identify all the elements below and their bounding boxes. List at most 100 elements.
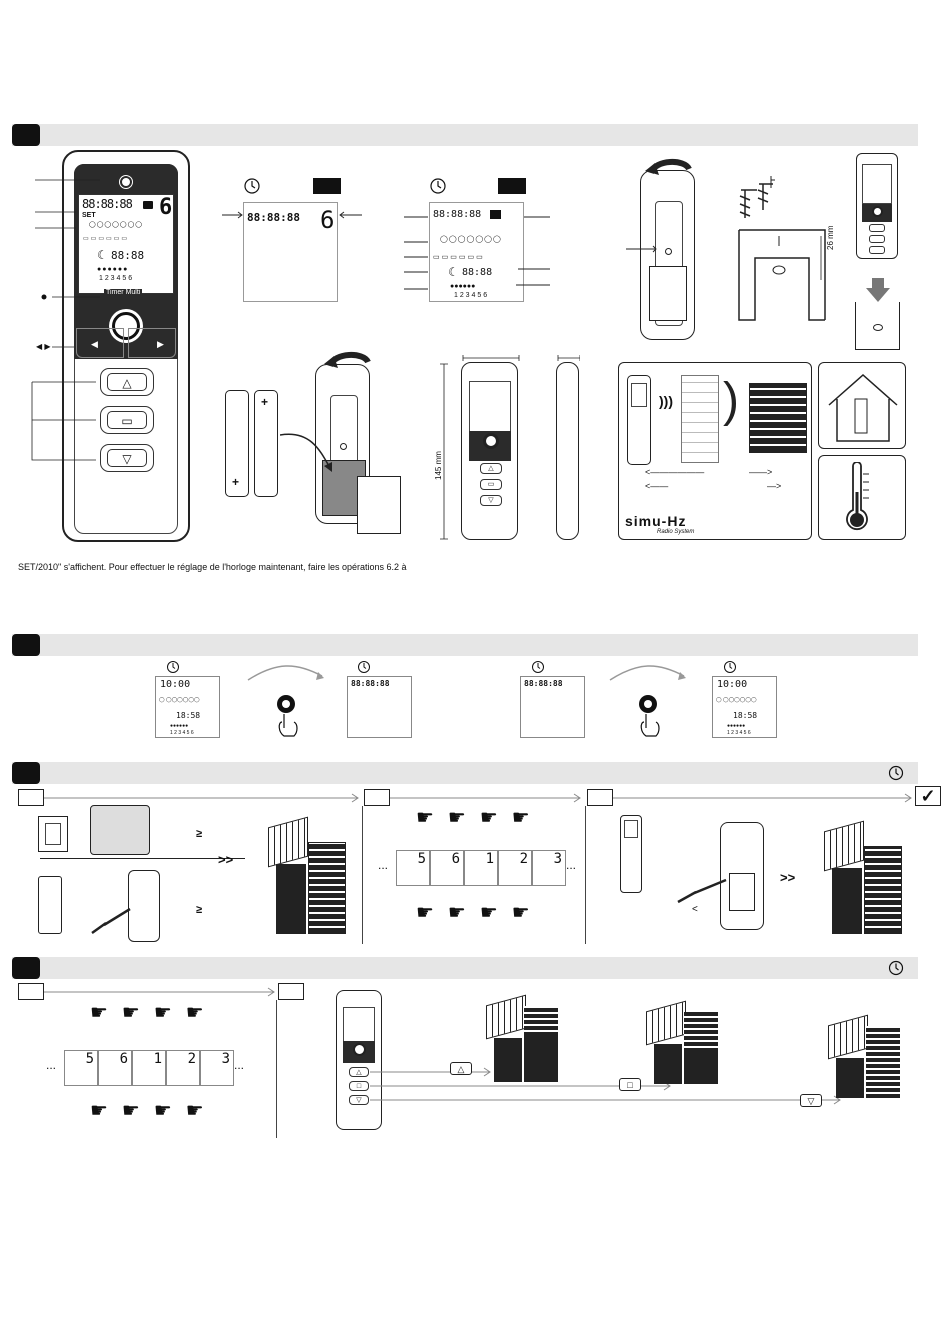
divider [276,1000,277,1138]
signal-waves: ))) [659,393,673,409]
sequence-cell: 5 [64,1050,98,1086]
ellipsis: ... [234,1058,245,1072]
section-3-header [12,762,918,784]
up-arrow-icon: △ [107,373,147,391]
step-arrow [390,793,581,803]
instruction-note: SET/2010" s'affichent. Pour effectuer le… [18,562,407,572]
stop-icon: ▭ [107,411,147,429]
clock-icon [430,178,446,194]
house-panel [818,362,906,449]
ellipsis: ... [378,858,389,872]
geq-symbol: ≥ [196,904,203,916]
time-readout: 10:00 [160,679,191,690]
lcd-segments: 88:88:88 [433,209,482,220]
clock-small: 18:58 [733,711,758,720]
sequence-cell: 3 [200,1050,234,1086]
lcd-screen: 88:88:88 6 SET ◯◯◯◯◯◯◯ ▭▭▭▭▭▭ ☾ 88:88 ●●… [78,194,174,294]
hand-row-bottom: ☛☛☛☛ [416,902,544,924]
weekday-row: ◯◯◯◯◯◯◯ [440,236,502,243]
down-arrow-icon: ▽ [107,449,147,467]
dimension-lines [440,355,580,540]
section-2-number [12,634,40,656]
up-button[interactable]: △ [100,368,154,396]
lcd-full-display: 10:00 ◯ ◯◯◯◯◯◯ 18:58 ●●●●●● 1 2 3 4 5 6 [155,676,220,738]
rotate-arrow-icon [645,159,692,175]
down-command-label: ▽ [800,1094,822,1107]
range-arrow: —> [767,481,782,491]
operation-arrows [370,1067,841,1105]
section-1-number [12,124,40,146]
screw-dimension-label: 26 mm [826,225,835,250]
clock-icon [888,960,904,976]
clock-icon [244,178,260,194]
shutter-stop [638,1000,728,1086]
screwdriver-icon [91,907,131,935]
small-remote-icon [38,876,62,934]
battery-2: + [254,390,278,497]
signal-waves: ) [723,374,739,427]
lcd-big-digit: 6 [159,195,173,220]
shutter-awning [812,816,912,944]
wall-mount-diagram [738,176,826,321]
step-arrow [44,987,275,997]
height-dimension-label: 145 mm [434,451,443,480]
step-box [18,789,44,806]
stop-button[interactable]: ▭ [100,406,154,434]
clock-small: 18:58 [176,711,201,720]
shutter-closed [820,1014,910,1100]
up-button[interactable]: △ [349,1067,369,1077]
curved-arrow [247,665,324,681]
check-box: ✓ [915,786,941,806]
sequence-cell: 5 [396,850,430,886]
down-arrow-icon [866,278,890,302]
stop-button[interactable]: □ [349,1081,369,1091]
program-dots: ●●●●●● [450,283,476,290]
battery-icon [143,201,153,209]
step-arrow [613,793,912,803]
program-dots: ●●●●●● [97,266,129,273]
radio-range-panel: ))) ) <—————— ——> <—— —> simu-Hz Radio S… [618,362,812,540]
up-command-label: △ [450,1062,472,1075]
sequence-cell: 3 [532,850,566,886]
remote-back-small [720,822,764,930]
lcd-clock: 88:88 [462,267,493,278]
range-arrow: ——> [749,467,773,477]
day-numbers: 1 2 3 4 5 6 [454,292,488,299]
right-button[interactable]: ▶ [128,328,176,358]
weekday-row: ◯◯◯◯◯◯◯ [89,222,144,228]
sequence-cell: 1 [132,1050,166,1086]
left-button[interactable]: ◀ [76,328,124,358]
select-button[interactable] [112,312,140,340]
separator [40,858,245,859]
curved-arrow [609,665,686,681]
lcd-detail-panel-full: 88:88:88 ◯◯◯◯◯◯◯ ▭▭▭▭▭▭ ☾ 88:88 ●●●●●● 1… [429,202,524,302]
battery-icon [490,210,501,219]
sequence-cell: 2 [498,850,532,886]
sequence-cell: 1 [464,850,498,886]
step-box [18,983,44,1000]
lcd-partial: 88:88:88 [520,676,585,738]
sequence-cell: 2 [166,1050,200,1086]
day-numbers: 1 2 3 4 5 6 [170,730,194,736]
thermometer-panel [818,455,906,540]
fast-forward: >> [780,870,796,885]
ellipsis: ... [566,858,577,872]
lt-symbol: < [692,904,698,915]
down-button[interactable]: ▽ [100,444,154,472]
press-hand-icon [639,695,660,737]
led-indicator [120,176,132,188]
moon-icon: ☾ [97,248,108,262]
arrows-label: ◀ ▶ [36,342,51,351]
section-3-number [12,762,40,784]
remote-back-small [128,870,160,942]
sequence-cell: 6 [430,850,464,886]
pointer-arrows [404,216,550,290]
hand-press-switch [90,805,150,855]
small-remote [856,153,898,259]
down-button[interactable]: ▽ [349,1095,369,1105]
lcd-full-display: 10:00 ◯ ◯◯◯◯◯◯ 18:58 ●●●●●● 1 2 3 4 5 6 [712,676,777,738]
pointer-arrow [626,245,657,253]
step-box [278,983,304,1000]
press-hand-icon [277,695,298,737]
simu-subtitle: Radio System [657,529,695,535]
